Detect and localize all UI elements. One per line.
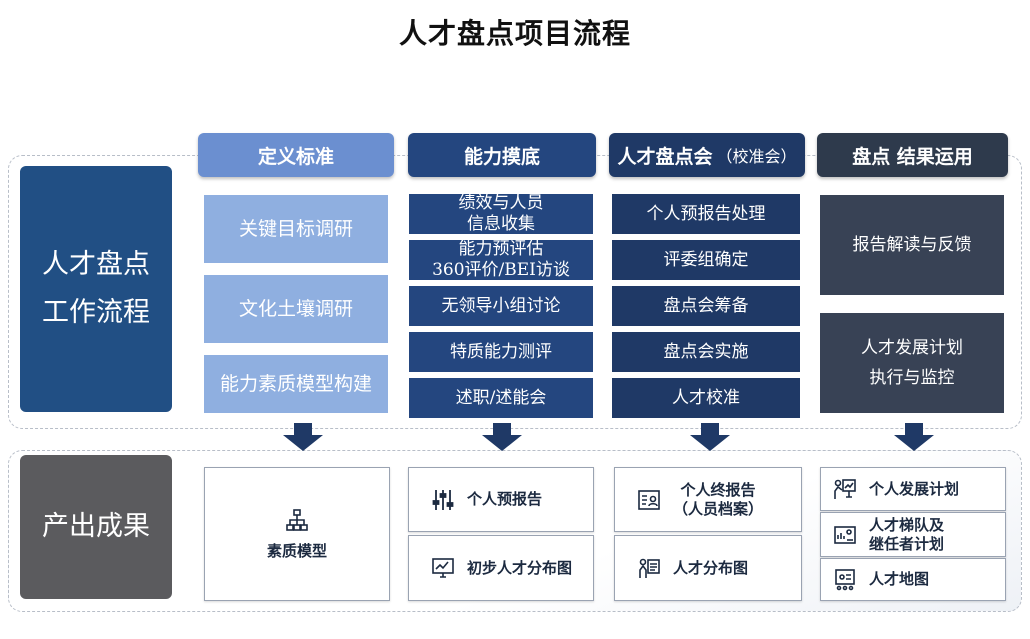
output-side-label: 产出成果	[20, 455, 172, 599]
stage-header-label: 定义标准	[257, 145, 334, 168]
process-step-line: 360评价/BEI访谈	[432, 260, 570, 280]
map-board-icon	[833, 568, 857, 592]
output-card: 初步人才分布图	[408, 535, 594, 601]
output-card: 个人预报告	[408, 467, 594, 532]
process-step: 个人预报告处理	[612, 194, 800, 234]
down-arrow-icon	[482, 423, 522, 453]
stage-header-result-application: 盘点 结果运用	[817, 133, 1008, 177]
down-arrow-icon	[690, 423, 730, 453]
process-side-label: 人才盘点 工作流程	[20, 166, 172, 412]
output-card: 人才分布图	[614, 535, 802, 601]
output-card: 人才梯队及 继任者计划	[820, 512, 1006, 557]
process-step: 人才校准	[612, 378, 800, 418]
monitor-chart-icon	[431, 556, 455, 580]
stage-header-label: 盘点 结果运用	[852, 145, 973, 168]
process-step: 绩效与人员 信息收集	[409, 193, 593, 234]
output-label: 人才分布图	[673, 558, 749, 577]
process-step: 盘点会实施	[612, 332, 800, 372]
process-step-line: 人才发展计划	[861, 338, 963, 358]
process-step: 人才发展计划 执行与监控	[820, 313, 1004, 413]
stage-header-capability-assessment: 能力摸底	[408, 133, 596, 177]
stage-header-define-standard: 定义标准	[198, 133, 394, 177]
output-label-line: 个人终报告	[680, 480, 756, 499]
board-presenter-icon	[833, 477, 857, 501]
output-label: 个人终报告 （人员档案）	[673, 481, 763, 519]
output-label: 素质模型	[266, 541, 327, 560]
process-step: 特质能力测评	[409, 332, 593, 372]
down-arrow-icon	[283, 423, 323, 453]
process-step-line: 绩效与人员	[458, 193, 544, 213]
process-step-line: 执行与监控	[869, 368, 955, 388]
process-step: 文化土壤调研	[204, 275, 388, 343]
output-card: 素质模型	[204, 467, 390, 601]
output-label-line: （人员档案）	[673, 499, 764, 518]
process-step: 述职/述能会	[409, 378, 593, 418]
process-step: 评委组确定	[612, 240, 800, 280]
down-arrow-icon	[894, 423, 934, 453]
process-side-line: 工作流程	[42, 297, 150, 328]
process-step: 能力预评估 360评价/BEI访谈	[409, 239, 593, 280]
succession-icon	[833, 523, 857, 547]
process-step-line: 信息收集	[467, 214, 535, 234]
stage-header-label: 人才盘点会	[617, 145, 713, 168]
process-step: 能力素质模型构建	[204, 355, 388, 413]
output-card: 人才地图	[820, 558, 1006, 601]
process-step: 关键目标调研	[204, 195, 388, 263]
output-label-line: 人才梯队及	[869, 515, 945, 534]
output-label-line: 继任者计划	[869, 534, 945, 553]
stage-header-label: 能力摸底	[463, 145, 540, 168]
org-chart-icon	[285, 508, 309, 532]
process-step: 报告解读与反馈	[820, 195, 1004, 295]
process-step: 盘点会筹备	[612, 286, 800, 326]
output-card: 个人终报告 （人员档案）	[614, 467, 802, 532]
profile-card-icon	[637, 488, 661, 512]
output-card: 个人发展计划	[820, 467, 1006, 511]
output-label: 个人预报告	[467, 490, 543, 508]
page-title: 人才盘点项目流程	[398, 17, 631, 50]
process-side-line: 人才盘点	[42, 249, 150, 280]
output-label: 个人发展计划	[869, 479, 960, 498]
stage-header-review-meeting: 人才盘点会（校准会）	[609, 133, 805, 177]
output-label: 人才地图	[869, 570, 930, 588]
output-label: 初步人才分布图	[467, 558, 573, 577]
presenter-icon	[637, 556, 661, 580]
process-step-line: 能力预评估	[458, 239, 544, 259]
stage-header-sublabel: （校准会）	[716, 147, 797, 166]
sliders-icon	[431, 488, 455, 512]
output-label: 人才梯队及 继任者计划	[869, 516, 944, 554]
process-step: 无领导小组讨论	[409, 286, 593, 326]
